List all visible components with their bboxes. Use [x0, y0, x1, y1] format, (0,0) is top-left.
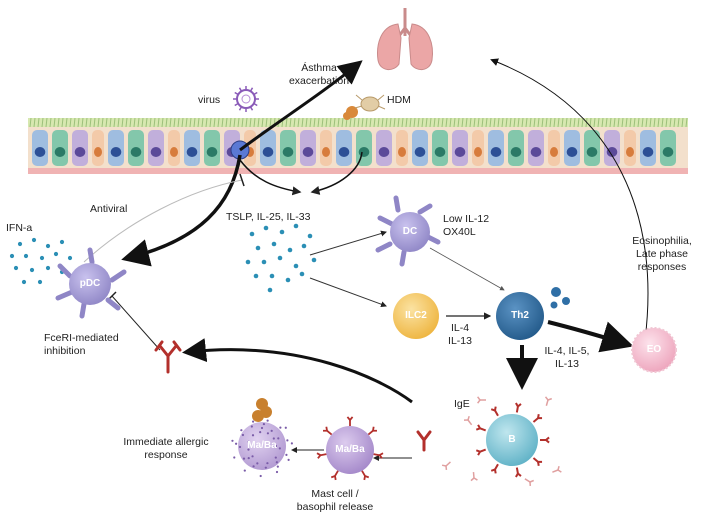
- degranulating-mast-cell: [231, 398, 293, 477]
- b-label: B: [492, 434, 532, 445]
- antiviral-label: Antiviral: [90, 203, 127, 216]
- th2-label: Th2: [500, 310, 540, 321]
- hdm-label: HDM: [387, 94, 411, 107]
- cytokines-label: TSLP, IL-25, IL-33: [226, 211, 310, 224]
- mast-cell-label: Ma/Ba: [326, 444, 374, 455]
- il4-il13-label: IL-4 IL-13: [443, 322, 477, 348]
- eosinophilia-label: Eosinophilia, Late phase responses: [616, 235, 708, 274]
- lungs-icon: [378, 8, 433, 70]
- degranulating-mast-cell-label: Ma/Ba: [238, 440, 286, 451]
- fceri-inhibition-label: FceRI-mediated inhibition: [44, 332, 119, 358]
- ifn-alpha-dots: [10, 238, 72, 284]
- immediate-allergic-response-label: Immediate allergic response: [116, 436, 216, 462]
- dc-label: DC: [390, 226, 430, 237]
- low-il12-ox40l-label: Low IL-12 OX40L: [443, 213, 489, 239]
- ifn-alpha-label: IFN-a: [6, 222, 32, 235]
- antibody-icon: [156, 342, 180, 372]
- pdc-label: pDC: [70, 278, 110, 289]
- ilc2-label: ILC2: [396, 310, 436, 321]
- cytokine-dots: [246, 224, 317, 293]
- ige-label: IgE: [454, 398, 470, 411]
- ige-small-antibody: [418, 432, 430, 450]
- house-dust-mite-icon: [343, 95, 385, 120]
- mast-cell-release-label: Mast cell / basophil release: [285, 488, 385, 514]
- il4-il5-il13-label: IL-4, IL-5, IL-13: [538, 345, 596, 371]
- virus-icon: [233, 86, 259, 112]
- virus-label: virus: [198, 94, 220, 107]
- eo-label: EO: [634, 344, 674, 355]
- airway-epithelium: [28, 118, 688, 174]
- asthma-exacerbation-label: Ásthma exacerbation: [283, 62, 355, 88]
